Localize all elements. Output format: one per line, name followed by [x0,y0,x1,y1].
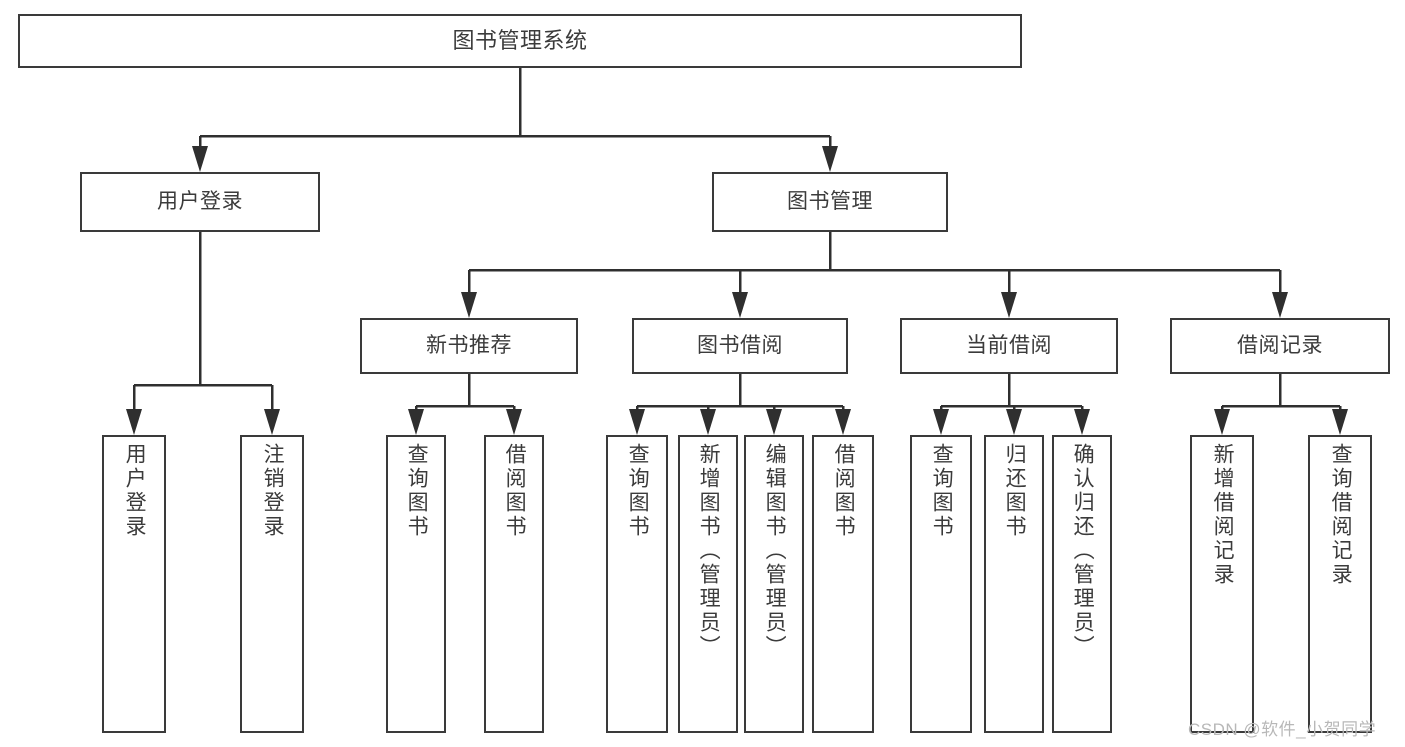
node-label: 当前借阅 [966,333,1052,357]
node-label: 借阅图书 [832,443,856,539]
node-label: 图书管理 [787,189,873,213]
node-label: 图书管理系统 [452,28,588,54]
node-label: 用户登录 [123,443,147,539]
node-label: 用户登录 [157,189,243,213]
node-label: 借阅记录 [1237,333,1323,357]
node-leaf-user-login[interactable]: 用户登录 [102,435,166,733]
node-user-login[interactable]: 用户登录 [80,172,320,232]
node-label: 查询图书 [405,443,429,539]
node-label: 新增图书（管理员） [697,443,721,659]
node-leaf-query-record[interactable]: 查询借阅记录 [1308,435,1372,733]
node-label: 新书推荐 [426,333,512,357]
node-new-book-recommendation[interactable]: 新书推荐 [360,318,578,374]
node-book-management[interactable]: 图书管理 [712,172,948,232]
node-label: 查询借阅记录 [1329,443,1353,587]
csdn-watermark: CSDN @软件_小贺同学 [1188,720,1377,739]
node-leaf-return-book[interactable]: 归还图书 [984,435,1044,733]
node-current-borrowing[interactable]: 当前借阅 [900,318,1118,374]
node-label: 查询图书 [930,443,954,539]
node-label: 注销登录 [261,443,285,539]
node-leaf-edit-book[interactable]: 编辑图书（管理员） [744,435,804,733]
node-leaf-add-book[interactable]: 新增图书（管理员） [678,435,738,733]
node-borrowing-record[interactable]: 借阅记录 [1170,318,1390,374]
node-leaf-confirm-return[interactable]: 确认归还（管理员） [1052,435,1112,733]
node-leaf-query-book-cur[interactable]: 查询图书 [910,435,972,733]
node-label: 确认归还（管理员） [1071,443,1095,659]
node-label: 查询图书 [626,443,650,539]
node-leaf-user-logout[interactable]: 注销登录 [240,435,304,733]
node-leaf-query-book-borrow[interactable]: 查询图书 [606,435,668,733]
node-leaf-add-record[interactable]: 新增借阅记录 [1190,435,1254,733]
node-label: 归还图书 [1003,443,1027,539]
node-label: 借阅图书 [503,443,527,539]
node-leaf-borrow-book-rec[interactable]: 借阅图书 [484,435,544,733]
node-label: 新增借阅记录 [1211,443,1235,587]
node-root-system[interactable]: 图书管理系统 [18,14,1022,68]
node-leaf-query-book-rec[interactable]: 查询图书 [386,435,446,733]
node-leaf-borrow-book[interactable]: 借阅图书 [812,435,874,733]
node-label: 编辑图书（管理员） [763,443,787,659]
node-book-borrowing[interactable]: 图书借阅 [632,318,848,374]
node-label: 图书借阅 [697,333,783,357]
